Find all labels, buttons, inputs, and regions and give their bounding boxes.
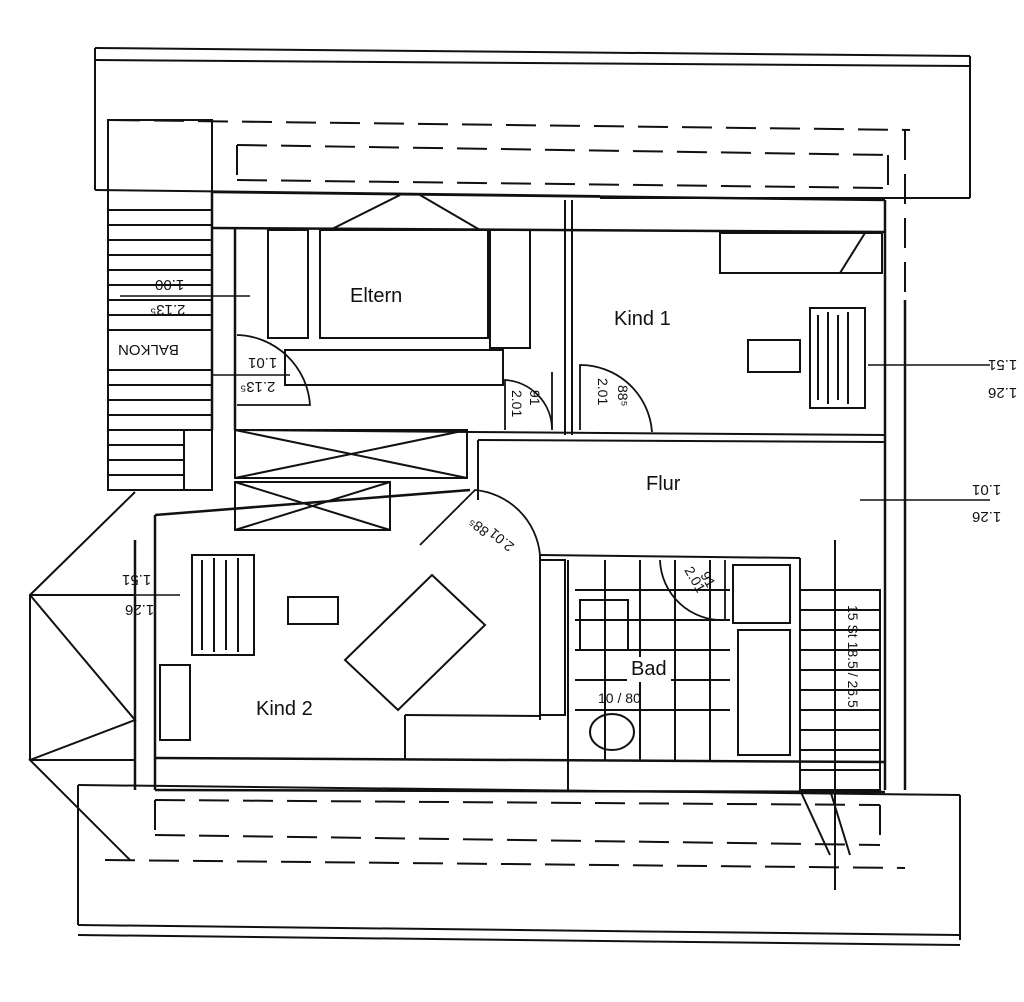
dimension-lines: [40, 295, 990, 596]
dim-eltern-door-b: 2.01: [509, 390, 525, 417]
roof-overhang-bottom: [77, 784, 961, 946]
room-label-flur: Flur: [642, 472, 685, 497]
dormer-left: [28, 491, 137, 861]
dim-flur-window-top: 1.01: [972, 481, 1001, 498]
roof-dashed-top: [109, 119, 911, 300]
dim-bad-door-a: 91: [697, 569, 719, 591]
room-label-kind2: Kind 2: [252, 697, 317, 722]
dim-kind2-window-top: 1.51: [122, 571, 151, 588]
bathroom-fixtures: [575, 560, 791, 760]
stair: [799, 540, 881, 890]
door-swings: [236, 334, 726, 621]
dim-balkon-bottom: 2.13⁵: [150, 301, 185, 318]
dim-eltern-window-bottom: 2.13⁵: [240, 378, 275, 395]
balcony-label: BALKON: [118, 341, 179, 358]
kind1-furniture: [719, 232, 883, 409]
interior-walls: [234, 200, 886, 790]
dim-eltern-door-a: 91: [527, 390, 543, 406]
room-label-kind1: Kind 1: [610, 307, 675, 332]
dim-kind1-door-a: 88⁵: [615, 385, 631, 406]
dim-eltern-window-top: 1.01: [248, 354, 277, 371]
dim-kind1-window-top: 1.51: [988, 356, 1017, 373]
room-label-eltern: Eltern: [346, 284, 407, 309]
kind2-furniture: [159, 554, 566, 741]
dim-stair: 15 St 18.5 / 26.5: [845, 605, 861, 708]
roof-overhang-top: [94, 47, 971, 199]
dim-kind1-window-bottom: 1.26: [988, 384, 1017, 401]
dim-kind1-door-b: 2.01: [595, 378, 611, 405]
wardrobes: [234, 429, 468, 531]
dim-balkon-top: 1.00: [155, 276, 184, 293]
roof-dashed-bottom: [104, 799, 906, 869]
dim-kind2-window-bottom: 1.26: [125, 601, 154, 618]
room-label-bad: Bad: [627, 657, 671, 682]
dim-bad-window: 10 / 80: [598, 690, 641, 706]
bed-eltern: [267, 194, 531, 386]
dim-flur-window-bottom: 1.26: [972, 508, 1001, 525]
